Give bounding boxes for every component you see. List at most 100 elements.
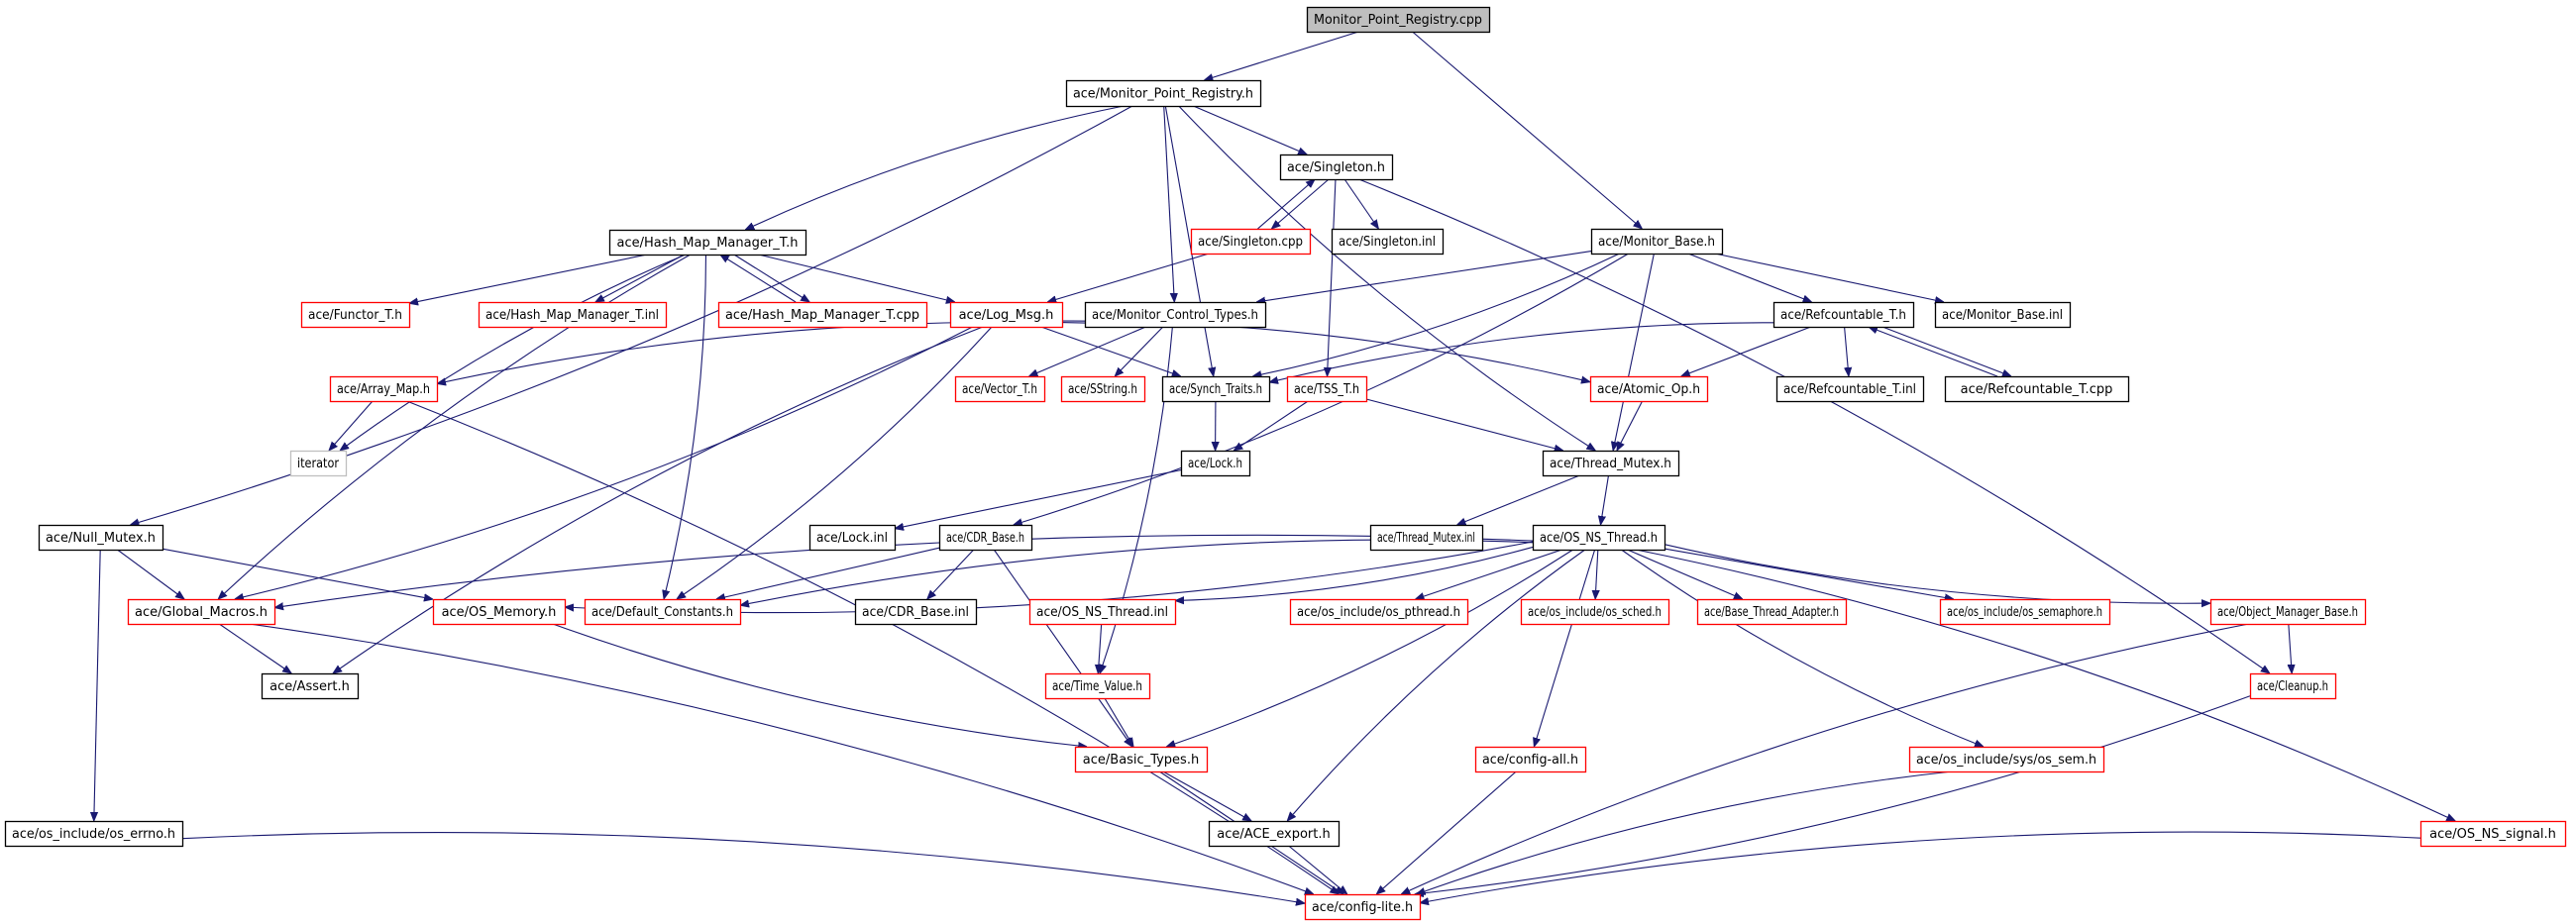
edge-cdr_base_h-to-cdr_base_inl [927,549,975,599]
node-omb-h[interactable]: ace/Object_Manager_Base.h [2209,598,2367,626]
node-root[interactable]: Monitor_Point_Registry.cpp [1306,6,1491,34]
edge-tss_h-to-lock_h [1234,400,1309,451]
edge-monitor_base_h-to-mct_h [1256,251,1592,302]
node-cdr-base-inl[interactable]: ace/CDR_Base.inl [854,598,978,626]
edge-root-to-mpr_h [1204,31,1359,80]
node-singleton-h[interactable]: ace/Singleton.h [1279,154,1394,181]
node-refc-h[interactable]: ace/Refcountable_T.h [1772,301,1915,329]
node-tss-h[interactable]: ace/TSS_T.h [1286,375,1368,403]
node-null-mutex-h[interactable]: ace/Null_Mutex.h [38,524,164,552]
node-box [854,598,978,626]
node-singleton-cpp[interactable]: ace/Singleton.cpp [1190,228,1312,256]
node-box [329,375,439,403]
node-global-macros-h[interactable]: ace/Global_Macros.h [127,598,276,626]
edge-monitor_base_h-to-monitor_base_inl [1714,253,1944,302]
node-monitor-base-h[interactable]: ace/Monitor_Base.h [1590,228,1724,256]
node-refc-inl[interactable]: ace/Refcountable_T.inl [1775,375,1925,403]
node-box [1074,746,1209,773]
node-os-errno-h[interactable]: ace/os_include/os_errno.h [4,820,184,848]
node-box [954,375,1046,403]
node-lock-h[interactable]: ace/Lock.h [1180,450,1251,477]
node-box [1044,672,1151,700]
node-refc-cpp[interactable]: ace/Refcountable_T.cpp [1944,375,2130,403]
node-lock-inl[interactable]: ace/Lock.inl [808,524,897,552]
node-label: ace/CDR_Base.inl [862,605,969,620]
node-mpr-h[interactable]: ace/Monitor_Point_Registry.h [1065,79,1262,108]
node-label: ace/Atomic_Op.h [1597,382,1700,397]
node-cleanup-h[interactable]: ace/Cleanup.h [2249,672,2337,700]
node-hmm-inl[interactable]: ace/Hash_Map_Manager_T.inl [478,301,668,329]
node-os-sem-h[interactable]: ace/os_include/sys/os_sem.h [1908,746,2105,773]
node-synch-traits-h[interactable]: ace/Synch_Traits.h [1161,375,1271,403]
node-mct-h[interactable]: ace/Monitor_Control_Types.h [1084,301,1267,329]
node-os-ns-thread-h[interactable]: ace/OS_NS_Thread.h [1532,524,1666,552]
node-os-ns-thread-inl[interactable]: ace/OS_NS_Thread.inl [1028,598,1177,626]
edge-os_ns_thread_h-to-os_pthread_h [1416,549,1562,599]
edge-log_msg_h-to-global_macros_h [235,326,973,599]
node-default-constants-h[interactable]: ace/Default_Constants.h [584,598,742,626]
node-label: ace/OS_NS_signal.h [2429,827,2556,842]
node-config-lite-h[interactable]: ace/config-lite.h [1304,893,1422,921]
node-box [1331,228,1445,256]
node-label: ace/Functor_T.h [308,308,402,323]
node-box [1084,301,1267,329]
edge-lock_h-to-lock_inl [895,469,1182,529]
node-box [1028,598,1177,626]
node-box [300,301,411,329]
node-label: ace/Vector_T.h [962,382,1037,397]
edge-os_ns_thread_h-to-os_sched_h [1595,549,1598,599]
node-box [1944,375,2130,403]
edge-monitor_base_h-to-refc_h [1687,253,1812,302]
node-box [1208,820,1341,848]
node-time-value-h[interactable]: ace/Time_Value.h [1044,672,1151,700]
node-log-msg-h[interactable]: ace/Log_Msg.h [949,301,1064,329]
node-box [1369,524,1484,552]
node-monitor-base-inl[interactable]: ace/Monitor_Base.inl [1934,301,2072,329]
node-label: ace/TSS_T.h [1294,382,1359,397]
node-hmm-h[interactable]: ace/Hash_Map_Manager_T.h [608,229,807,257]
node-thread-mutex-h[interactable]: ace/Thread_Mutex.h [1542,450,1680,477]
edge-os_errno_h-to-config_lite_h [181,831,1305,904]
node-atomic-op-h[interactable]: ace/Atomic_Op.h [1589,375,1709,403]
node-box [2249,672,2337,700]
node-os-memory-h[interactable]: ace/OS_Memory.h [432,598,567,626]
node-label: ace/os_include/os_errno.h [12,827,175,842]
node-box [1934,301,2072,329]
node-array-map-h[interactable]: ace/Array_Map.h [329,375,439,403]
node-os-semaphore-h[interactable]: ace/os_include/os_semaphore.h [1939,598,2111,626]
node-thread-mutex-inl[interactable]: ace/Thread_Mutex.inl [1369,524,1484,552]
edge-os_ns_thread_h-to-bta_h [1627,549,1743,600]
node-box [1939,598,2111,626]
node-label: ace/Basic_Types.h [1083,753,1199,768]
node-functor-h[interactable]: ace/Functor_T.h [300,301,411,329]
node-basic-types-h[interactable]: ace/Basic_Types.h [1074,746,1209,773]
node-label: ace/Refcountable_T.h [1780,308,1906,323]
node-label: ace/os_include/os_semaphore.h [1947,605,2102,620]
node-label: ace/Array_Map.h [337,382,430,397]
node-hmm-cpp[interactable]: ace/Hash_Map_Manager_T.cpp [717,301,928,329]
edge-os_memory_h-to-basic_types_h [552,623,1087,747]
node-label: ace/Monitor_Point_Registry.h [1073,87,1253,102]
edge-os_ns_thread_h-to-os_semaphore_h [1664,548,1954,599]
node-os-pthread-h[interactable]: ace/os_include/os_pthread.h [1289,598,1469,626]
node-os-sched-h[interactable]: ace/os_include/os_sched.h [1520,598,1670,626]
node-sstring-h[interactable]: ace/SString.h [1060,375,1146,403]
node-iterator: iterator [289,450,348,477]
node-ace-export-h[interactable]: ace/ACE_export.h [1208,820,1341,848]
node-os-ns-signal-h[interactable]: ace/OS_NS_signal.h [2419,820,2567,848]
edge-log_msg_h-to-synch_traits_h [1040,326,1181,376]
node-vector-h[interactable]: ace/Vector_T.h [954,375,1046,403]
node-singleton-inl[interactable]: ace/Singleton.inl [1331,228,1445,256]
node-label: ace/Singleton.cpp [1198,235,1303,250]
edge-hmm_h-to-functor_h [409,254,648,303]
node-config-all-h[interactable]: ace/config-all.h [1474,746,1587,773]
node-cdr-base-h[interactable]: ace/CDR_Base.h [938,524,1033,552]
node-box [584,598,742,626]
edge-global_macros_h-to-assert_h [218,623,291,673]
node-box [1696,598,1848,626]
node-bta-h[interactable]: ace/Base_Thread_Adapter.h [1696,598,1848,626]
node-label: ace/Singleton.inl [1339,235,1436,250]
edge-cdr_base_h-to-basic_types_h [993,549,1131,747]
node-assert-h[interactable]: ace/Assert.h [261,672,360,700]
